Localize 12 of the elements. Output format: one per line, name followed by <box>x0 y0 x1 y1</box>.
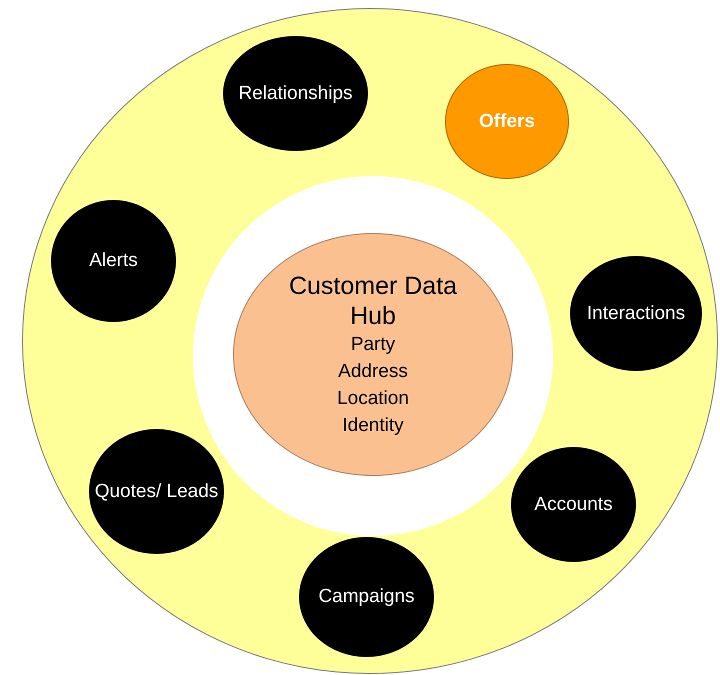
circle-label: Quotes/ Leads <box>94 480 218 504</box>
circle-label: Alerts <box>89 249 138 273</box>
hub-item: Identity <box>342 414 404 438</box>
circle-label: Campaigns <box>318 585 415 609</box>
circle-label: Interactions <box>586 302 686 326</box>
hub-item: Address <box>338 360 408 384</box>
hub-title: Customer Data Hub <box>288 270 458 330</box>
hub-item: Location <box>337 386 409 410</box>
circle-label: Offers <box>479 110 535 134</box>
circle-label: Accounts <box>534 492 613 516</box>
hub-item: Party <box>350 332 396 356</box>
circle-label: Relationships <box>238 82 353 106</box>
